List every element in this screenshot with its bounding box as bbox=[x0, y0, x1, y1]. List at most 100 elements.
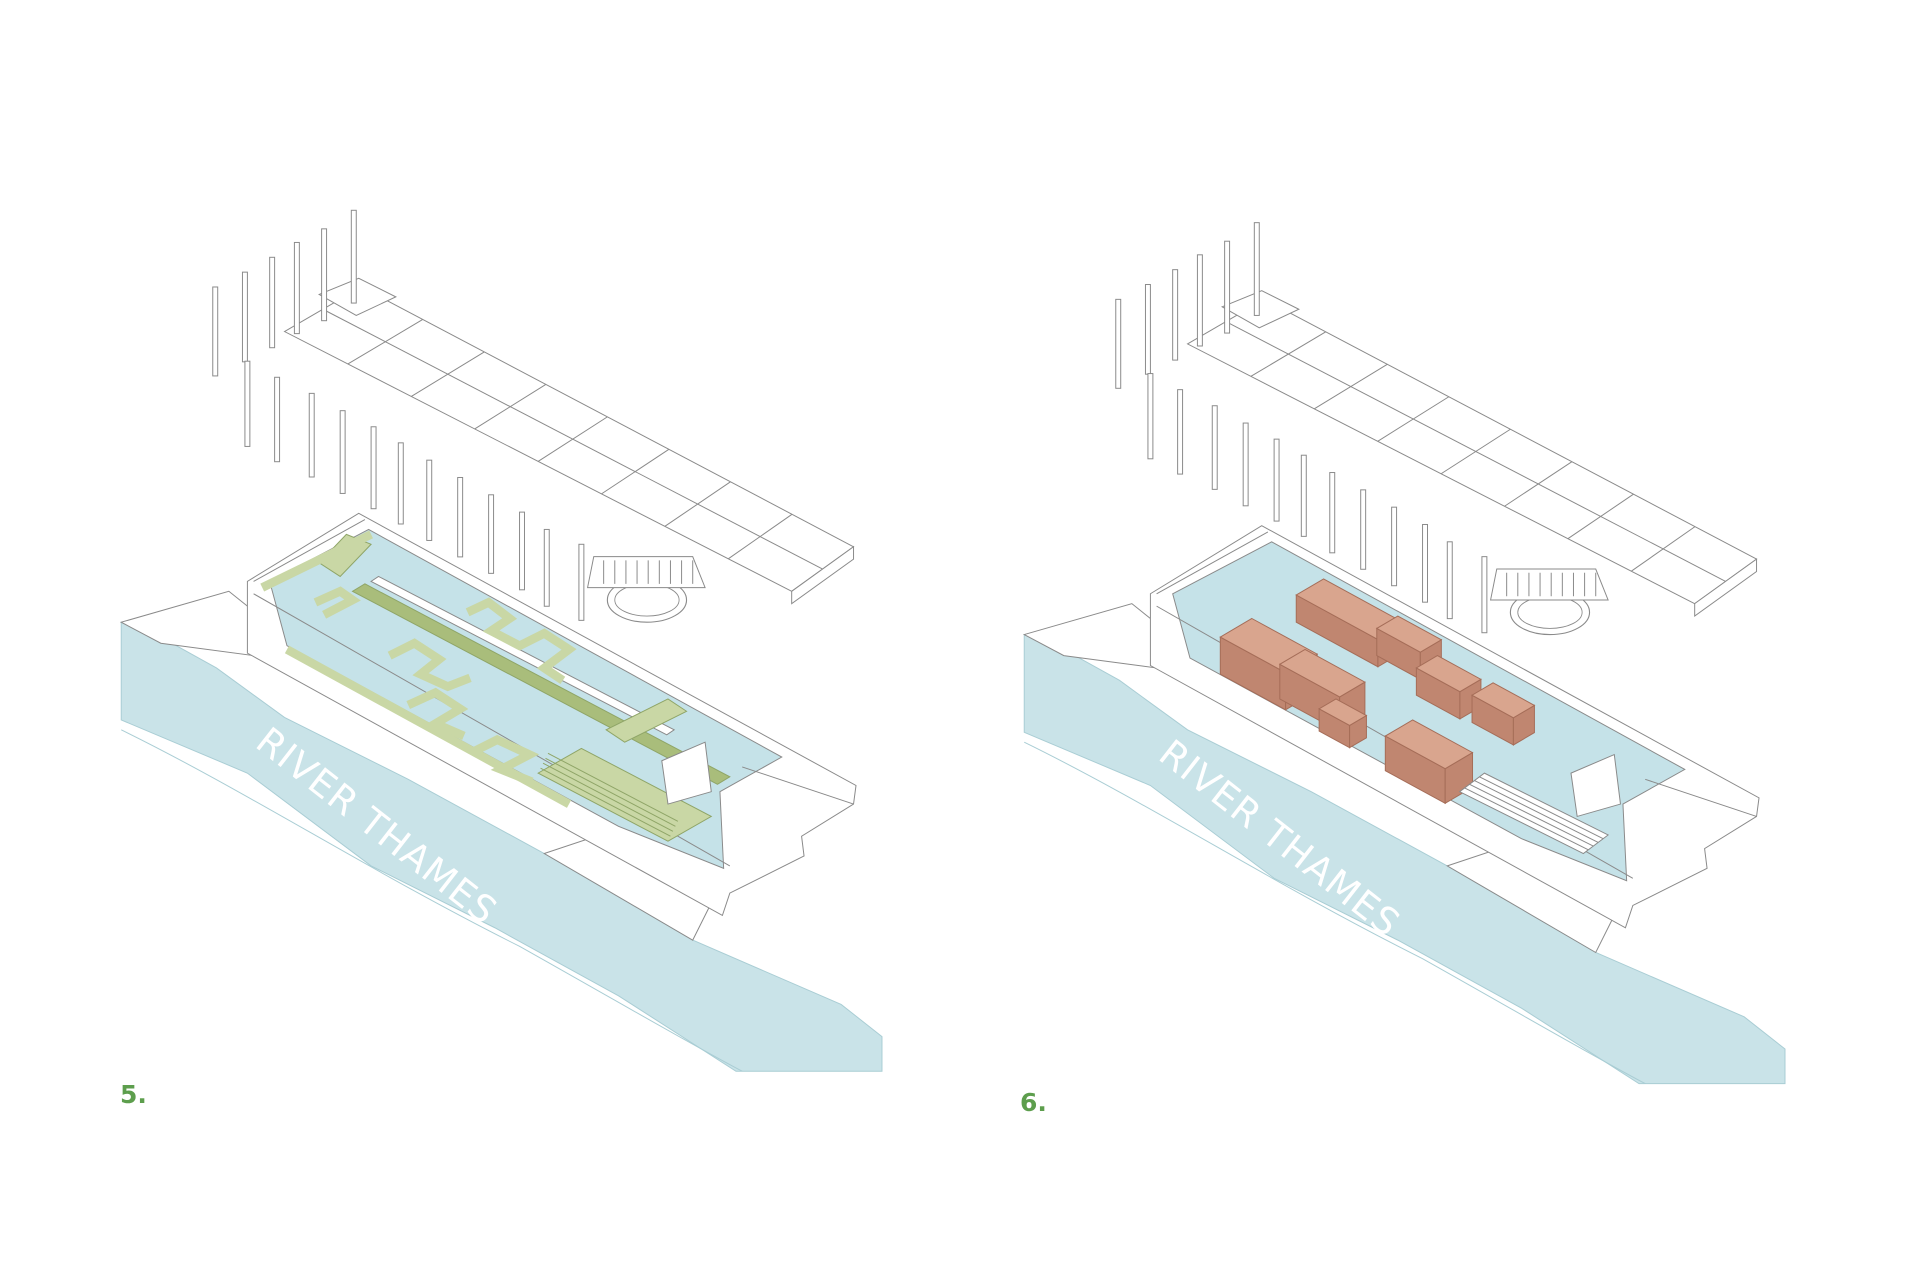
volume-block bbox=[1471, 682, 1536, 746]
column-shaft bbox=[1211, 405, 1218, 490]
meander-walkway bbox=[284, 645, 572, 808]
upper-grid-beam bbox=[322, 308, 823, 570]
river-edge-line bbox=[1024, 741, 1646, 1085]
column-shaft bbox=[1144, 284, 1151, 375]
column bbox=[1300, 454, 1307, 537]
column-shaft bbox=[1446, 541, 1453, 620]
column-shaft bbox=[274, 376, 281, 463]
column bbox=[1242, 422, 1249, 507]
column bbox=[274, 376, 281, 463]
terrace-step bbox=[540, 767, 671, 837]
column bbox=[293, 241, 300, 335]
river-edge-line bbox=[121, 729, 743, 1072]
column-shaft bbox=[1273, 438, 1280, 522]
river bbox=[1023, 633, 1786, 1085]
column bbox=[350, 209, 357, 304]
column-shaft bbox=[1360, 489, 1367, 570]
box-top-face bbox=[1384, 719, 1474, 770]
column-shaft bbox=[543, 528, 550, 607]
column bbox=[1147, 373, 1154, 460]
box-top-face bbox=[1318, 698, 1368, 726]
river bbox=[120, 621, 883, 1072]
column-shaft bbox=[321, 228, 328, 322]
column bbox=[426, 459, 433, 541]
column-shaft bbox=[1300, 454, 1307, 537]
column bbox=[1253, 222, 1260, 316]
spine-light-strip bbox=[370, 575, 676, 736]
terraced-seating-upper bbox=[605, 698, 688, 743]
column bbox=[244, 360, 251, 447]
terraced-seating bbox=[537, 747, 713, 842]
terrace-step bbox=[547, 752, 679, 822]
programme-volumes bbox=[1219, 578, 1536, 805]
column-shaft bbox=[519, 511, 525, 591]
column bbox=[578, 543, 585, 621]
meander-walkway bbox=[260, 530, 374, 592]
column-shaft bbox=[308, 392, 315, 478]
column-shaft bbox=[269, 256, 276, 349]
upper-grid-beam bbox=[1225, 321, 1726, 582]
column-shaft bbox=[1481, 556, 1488, 634]
column bbox=[1172, 269, 1179, 361]
box-top-face bbox=[1375, 615, 1443, 653]
platform-wall bbox=[1645, 778, 1757, 817]
column-shaft bbox=[1196, 254, 1203, 347]
meander-walkway bbox=[406, 687, 469, 740]
column bbox=[370, 426, 377, 510]
column bbox=[1391, 506, 1398, 587]
pavilion-block bbox=[661, 741, 712, 805]
column bbox=[1273, 438, 1280, 522]
terrace-step bbox=[1474, 780, 1599, 843]
column bbox=[543, 528, 550, 607]
panel-6-axonometric: RIVER THAMES bbox=[1022, 222, 1786, 1085]
platform-wall bbox=[742, 766, 854, 805]
column-shaft bbox=[1242, 422, 1249, 507]
column bbox=[339, 410, 346, 494]
terraced-seating bbox=[1458, 772, 1610, 855]
column-shaft bbox=[488, 494, 495, 574]
terrace-step bbox=[545, 757, 676, 827]
rotunda-colonnade bbox=[586, 556, 706, 589]
column bbox=[488, 494, 495, 574]
column-shaft bbox=[1253, 222, 1260, 316]
column bbox=[519, 511, 525, 591]
meander-walkway bbox=[387, 638, 472, 692]
column bbox=[321, 228, 328, 322]
terrace-step bbox=[1464, 787, 1589, 851]
column-shaft bbox=[350, 209, 357, 304]
terrace-step bbox=[1469, 783, 1594, 847]
column-shaft bbox=[1115, 298, 1122, 389]
column-shaft bbox=[244, 360, 251, 447]
column-shaft bbox=[1224, 240, 1231, 334]
column bbox=[1144, 284, 1151, 375]
pavilion-block bbox=[1570, 753, 1622, 818]
terrace-step bbox=[1479, 776, 1604, 840]
meander-walkway bbox=[313, 586, 361, 619]
figure-label-6: 6. bbox=[1020, 1088, 1047, 1117]
volume-block bbox=[1415, 655, 1482, 720]
column-shaft bbox=[1391, 506, 1398, 587]
column bbox=[1329, 472, 1336, 554]
column-shaft bbox=[1147, 373, 1154, 460]
column-shaft bbox=[397, 442, 404, 525]
rotunda-colonnade bbox=[1489, 568, 1609, 601]
box-top-face bbox=[1278, 648, 1366, 698]
column bbox=[1196, 254, 1203, 347]
upper-slab-side bbox=[1694, 558, 1758, 617]
column bbox=[1481, 556, 1488, 634]
figure-label-5: 5. bbox=[120, 1080, 147, 1109]
platform-wall bbox=[1156, 531, 1269, 595]
column bbox=[269, 256, 276, 349]
column-shaft bbox=[426, 459, 433, 541]
upper-floor-structure bbox=[212, 209, 855, 623]
column-shaft bbox=[1329, 472, 1336, 554]
column-shaft bbox=[1177, 389, 1184, 475]
column-shaft bbox=[241, 271, 248, 363]
meander-walkway bbox=[465, 597, 577, 684]
column-shaft bbox=[457, 476, 464, 558]
platform-wall bbox=[253, 519, 366, 582]
column bbox=[1360, 489, 1367, 570]
column bbox=[1422, 523, 1428, 603]
column-shaft bbox=[339, 410, 346, 494]
